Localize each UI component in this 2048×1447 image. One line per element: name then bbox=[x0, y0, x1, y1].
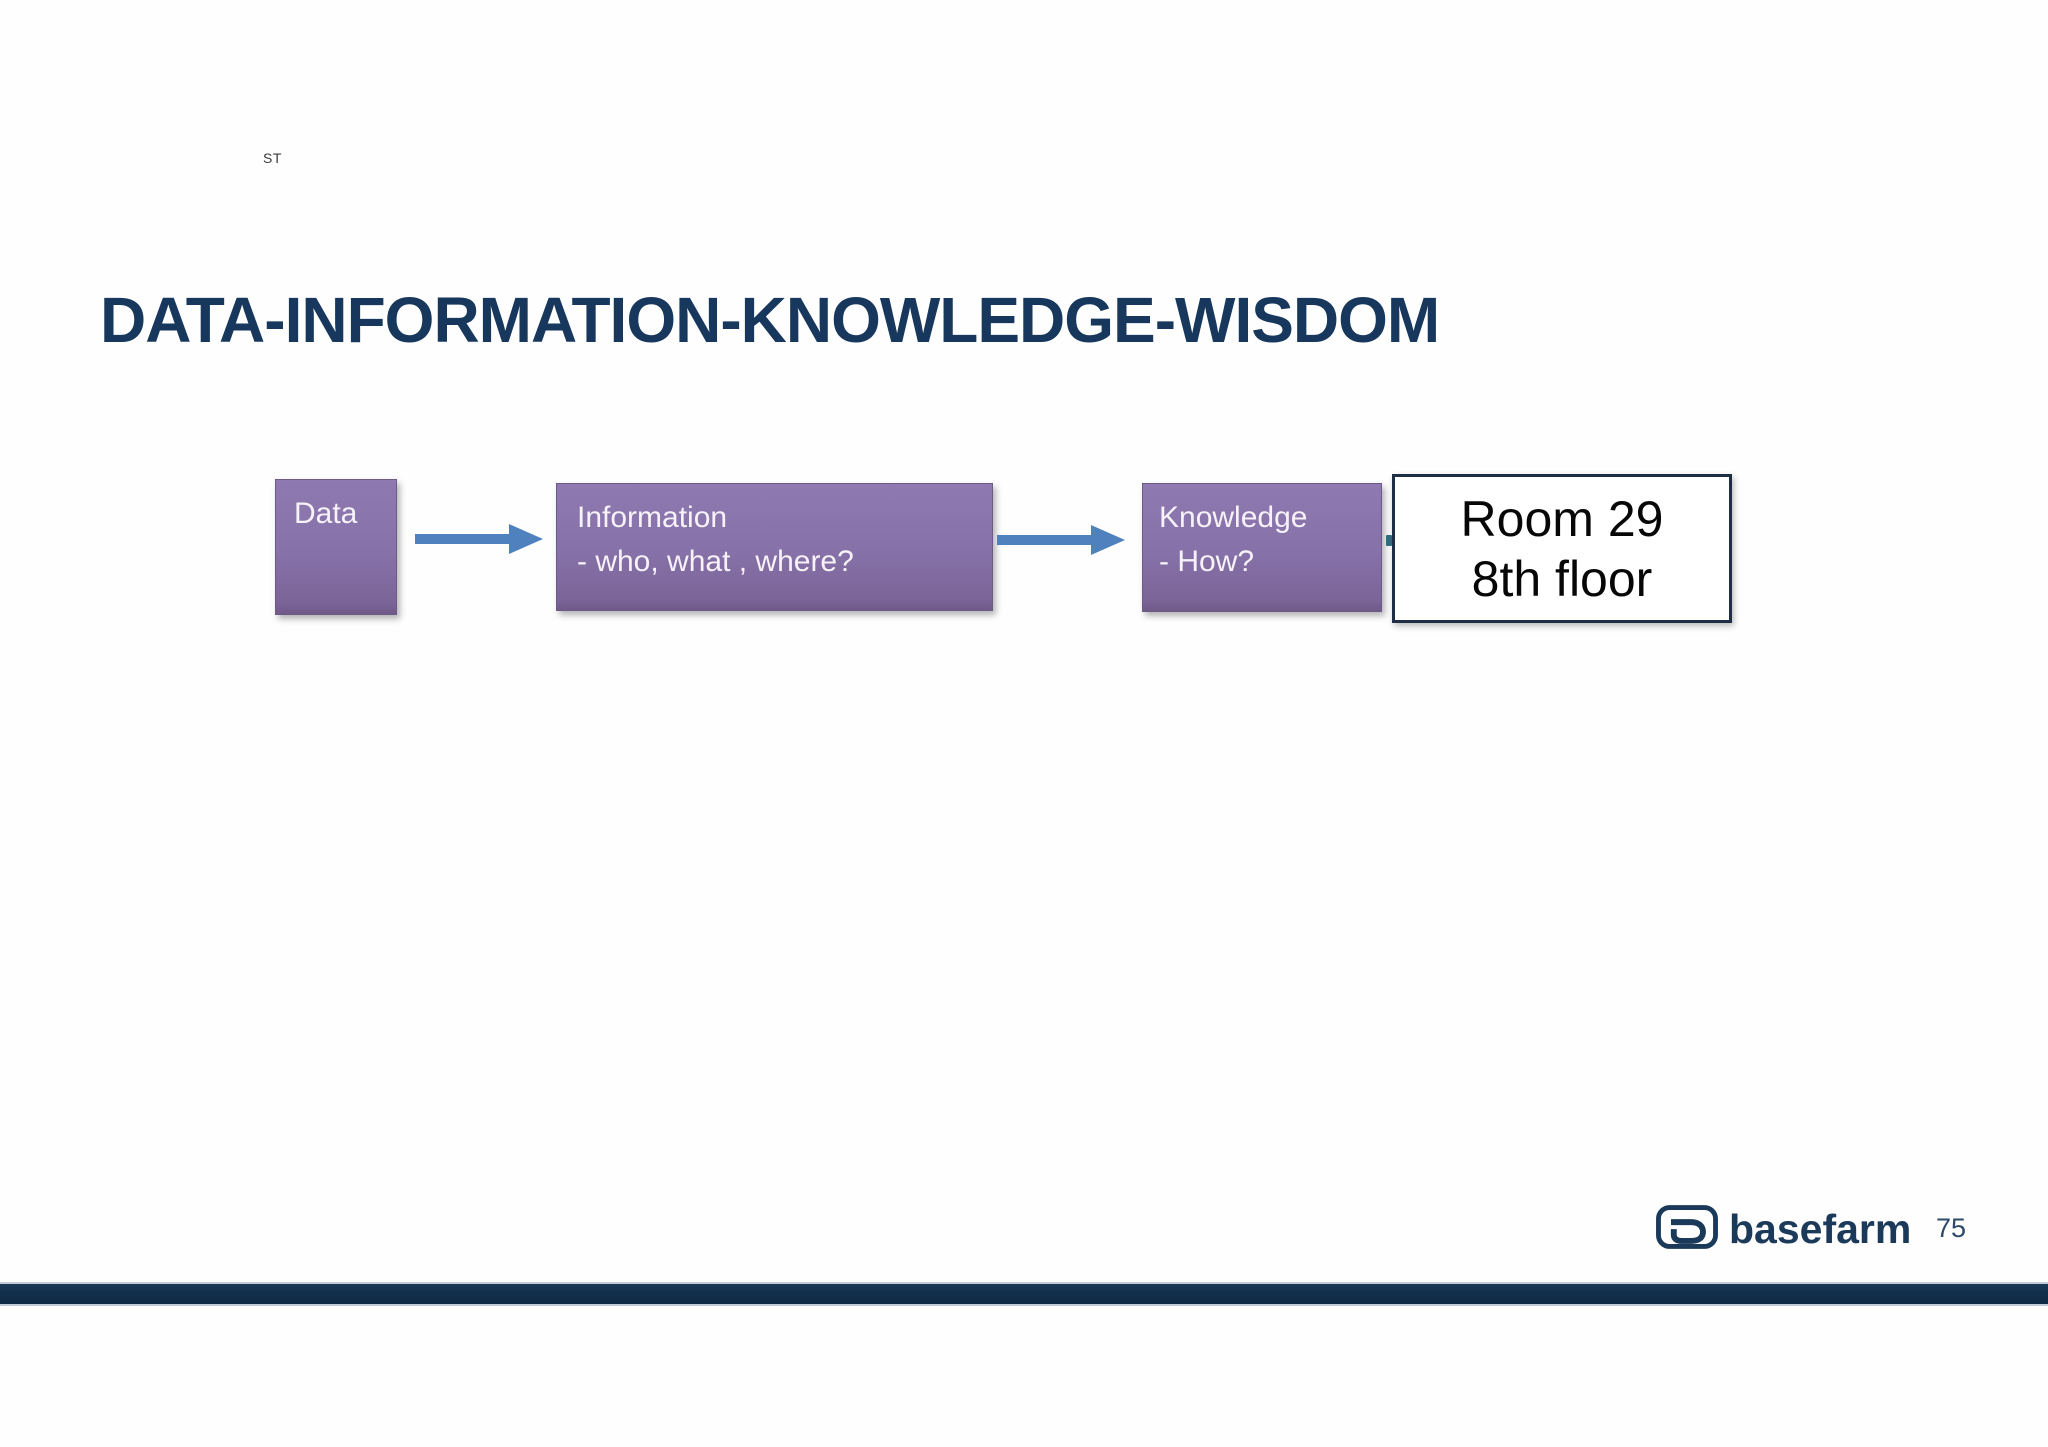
flow-box-knowledge: Knowledge - How? bbox=[1142, 483, 1382, 612]
page-title: DATA-INFORMATION-KNOWLEDGE-WISDOM bbox=[100, 283, 1440, 356]
room-annotation-line2: 8th floor bbox=[1471, 550, 1653, 607]
brand-wordmark: basefarm bbox=[1729, 1206, 1912, 1252]
arrow-information-to-knowledge bbox=[997, 525, 1125, 555]
page-number: 75 bbox=[1936, 1213, 1967, 1243]
hidden-arrow-tip bbox=[1386, 535, 1392, 546]
room-annotation-line1: Room 29 bbox=[1460, 490, 1664, 547]
flow-box-knowledge-label: Knowledge bbox=[1159, 501, 1308, 534]
arrow-data-to-information bbox=[415, 524, 543, 554]
flow-box-data-label: Data bbox=[294, 497, 358, 530]
flow-box-information: Information - who, what , where? bbox=[556, 483, 993, 611]
bottom-accent-bar bbox=[0, 1282, 2048, 1306]
corner-label: ST bbox=[263, 150, 282, 166]
flow-box-information-subtitle: - who, what , where? bbox=[577, 545, 854, 578]
flow-box-data: Data bbox=[275, 479, 397, 615]
flow-box-knowledge-subtitle: - How? bbox=[1159, 545, 1255, 578]
room-annotation-box: Room 29 8th floor bbox=[1392, 474, 1732, 623]
basefarm-logo-icon bbox=[1656, 1205, 1718, 1249]
flow-box-information-label: Information bbox=[577, 501, 728, 534]
